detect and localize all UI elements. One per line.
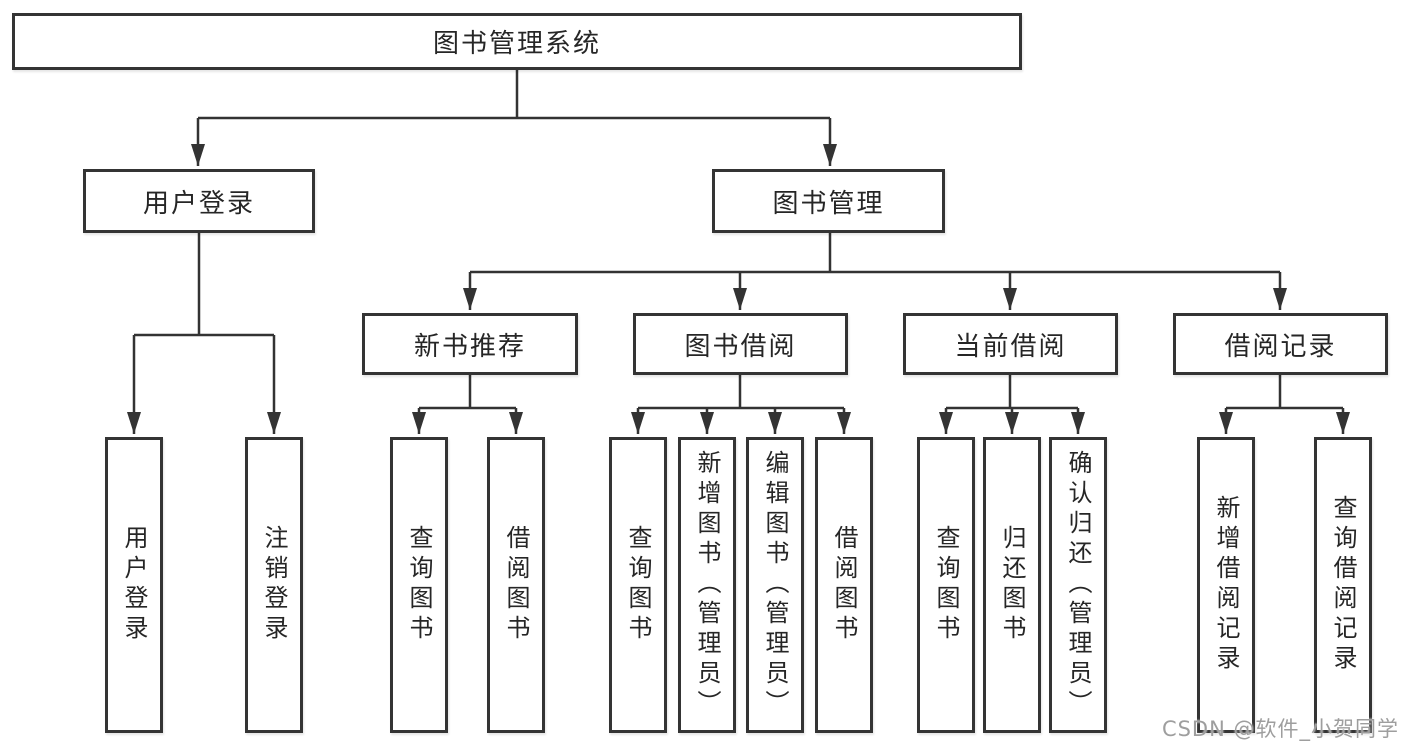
node-current-borrowing: 当前借阅 — [903, 313, 1118, 375]
node-query-books-borrowing: 查询图书 — [609, 437, 667, 733]
node-library-system: 图书管理系统 — [12, 13, 1022, 70]
node-add-borrow-record: 新增借阅记录 — [1197, 437, 1255, 733]
node-query-books-recommend: 查询图书 — [390, 437, 448, 733]
node-borrow-books-recommend: 借阅图书 — [487, 437, 545, 733]
node-borrow-books-borrowing: 借阅图书 — [815, 437, 873, 733]
node-query-borrow-record: 查询借阅记录 — [1314, 437, 1372, 733]
node-user-login-action: 用户登录 — [105, 437, 163, 733]
node-book-management: 图书管理 — [712, 169, 945, 233]
node-user-login: 用户登录 — [83, 169, 315, 233]
node-add-books-admin: 新增图书（管理员） — [678, 437, 736, 733]
node-book-borrowing: 图书借阅 — [633, 313, 848, 375]
node-return-books: 归还图书 — [983, 437, 1041, 733]
node-confirm-return-admin: 确认归还（管理员） — [1049, 437, 1107, 733]
node-query-books-current: 查询图书 — [917, 437, 975, 733]
node-new-book-recommendation: 新书推荐 — [362, 313, 578, 375]
node-borrowing-records: 借阅记录 — [1173, 313, 1388, 375]
node-logout-action: 注销登录 — [245, 437, 303, 733]
csdn-watermark: CSDN @软件_小贺同学 — [1161, 717, 1399, 741]
node-edit-books-admin: 编辑图书（管理员） — [746, 437, 804, 733]
